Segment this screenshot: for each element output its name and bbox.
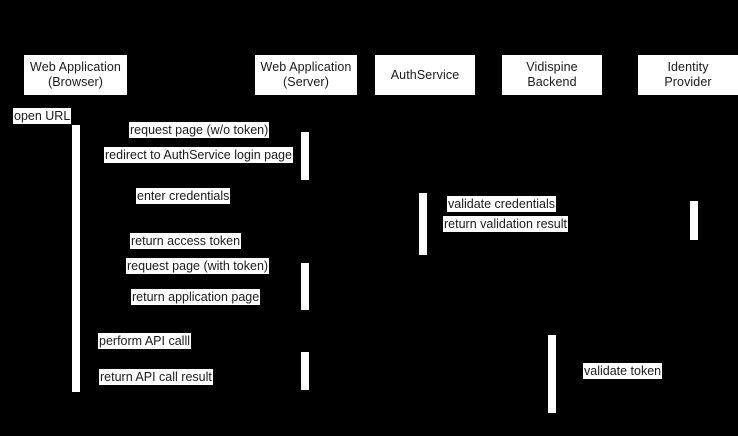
message-label-m11: validate token bbox=[583, 363, 663, 379]
participant-browser: Web Application (Browser) bbox=[24, 55, 127, 95]
message-label-m7: return access token bbox=[130, 233, 242, 249]
message-label-m12: return API call result bbox=[99, 369, 213, 385]
activation-bar-idp bbox=[690, 201, 698, 240]
message-label-m9: return application page bbox=[131, 289, 261, 305]
activation-bar-vidispine bbox=[548, 335, 556, 413]
message-label-m1: open URL bbox=[13, 108, 72, 124]
message-label-m8: request page (with token) bbox=[126, 258, 270, 274]
message-label-m5: validate credentials bbox=[447, 196, 557, 212]
participant-vidispine: Vidispine Backend bbox=[502, 55, 602, 95]
activation-bar-server bbox=[301, 352, 309, 390]
participant-server: Web Application (Server) bbox=[255, 55, 357, 95]
message-label-m6: return validation result bbox=[443, 216, 568, 232]
activation-bar-server bbox=[301, 132, 309, 180]
participant-auth: AuthService bbox=[375, 55, 475, 95]
participant-idp: Identity Provider bbox=[638, 55, 738, 95]
activation-bar-auth bbox=[419, 193, 427, 255]
activation-bar-browser bbox=[72, 125, 80, 392]
activation-bar-server bbox=[301, 263, 309, 310]
message-label-m4: enter credentials bbox=[136, 188, 231, 204]
message-label-m2: request page (w/o token) bbox=[129, 122, 270, 138]
message-label-m3: redirect to AuthService login page bbox=[104, 147, 293, 163]
message-label-m10: perform API calll bbox=[98, 333, 192, 349]
